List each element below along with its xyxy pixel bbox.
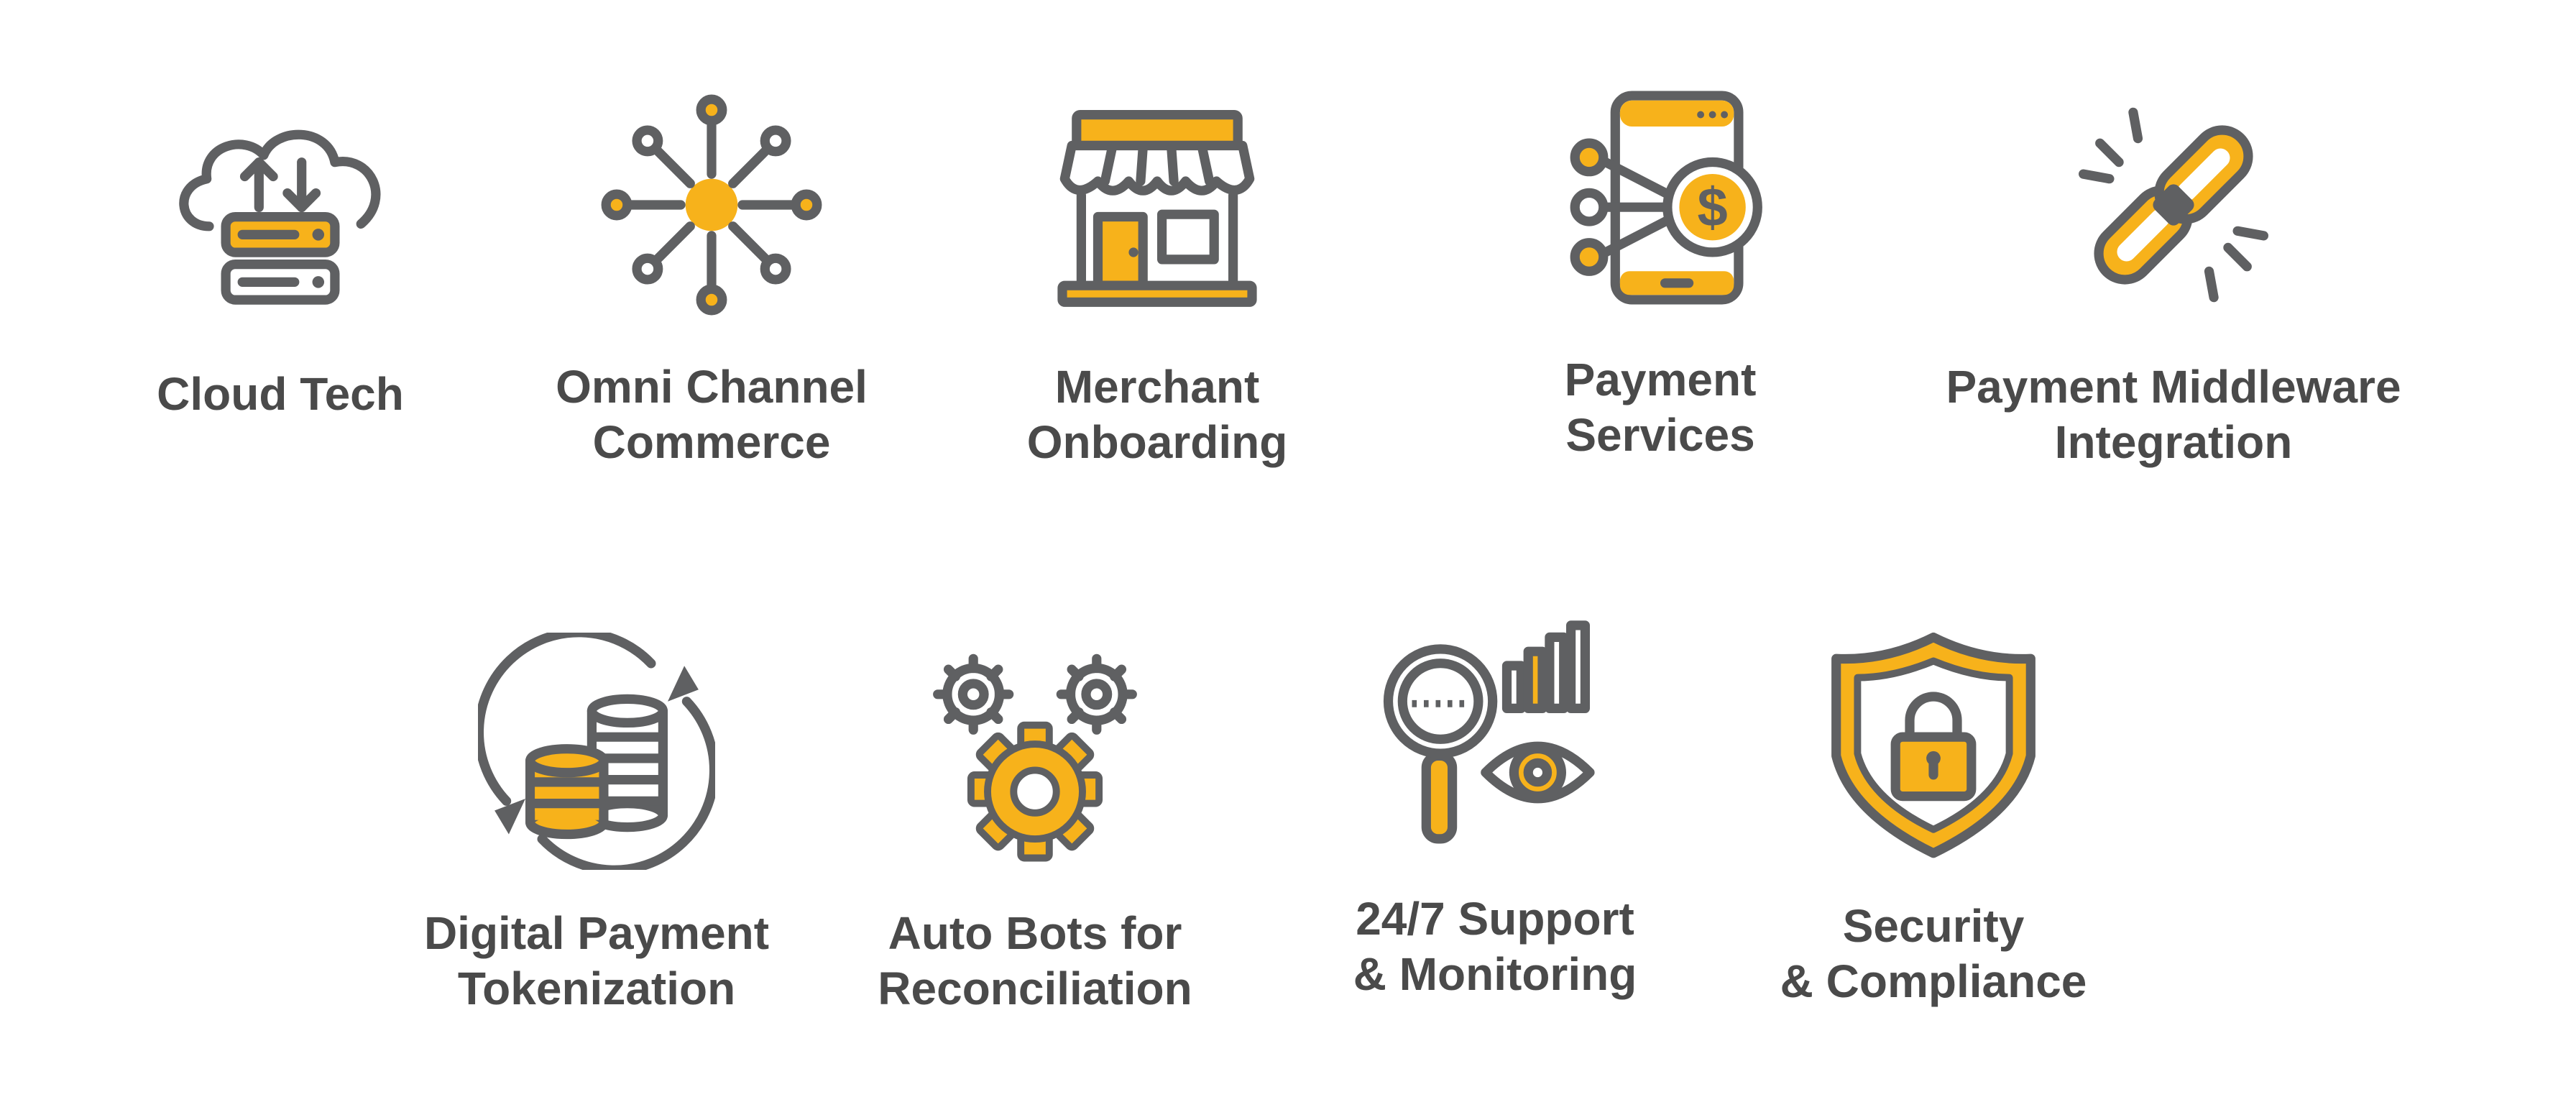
feature-cloud-tech: Cloud Tech [29, 93, 532, 539]
feature-label: Security & Compliance [1780, 900, 2087, 1007]
feature-auto-bots-reconciliation: Auto Bots for Reconciliation [783, 633, 1287, 1078]
network-hub-icon [601, 94, 822, 316]
feature-payment-middleware-integration: Payment Middleware Integration [1922, 86, 2425, 532]
feature-label: Digital Payment Tokenization [423, 907, 770, 1014]
gears-icon [933, 653, 1137, 862]
feature-support-monitoring: 24/7 Support & Monitoring [1243, 618, 1747, 1064]
feature-merchant-onboarding: Merchant Onboarding [906, 86, 1409, 532]
feature-digital-payment-tokenization: Digital Payment Tokenization [345, 633, 848, 1078]
feature-label: 24/7 Support & Monitoring [1353, 893, 1637, 1000]
feature-label: Merchant Onboarding [1026, 361, 1288, 468]
feature-security-compliance: Security & Compliance [1682, 625, 2185, 1071]
feature-label: Payment Services [1564, 354, 1757, 461]
mobile-dollar-icon: $ [1570, 91, 1762, 305]
storefront-icon [1057, 110, 1257, 307]
feature-label: Payment Middleware Integration [1946, 361, 2401, 468]
svg-text:$: $ [1697, 178, 1727, 239]
chain-link-icon [2079, 107, 2268, 303]
feature-label: Omni Channel Commerce [556, 361, 868, 468]
magnifier-eye-chart-icon [1383, 620, 1595, 844]
feature-label: Cloud Tech [157, 368, 404, 420]
feature-label: Auto Bots for Reconciliation [878, 907, 1192, 1014]
feature-payment-services: $ Payment Services [1409, 79, 1912, 525]
shield-lock-icon [1831, 632, 2036, 858]
feature-omni-channel-commerce: Omni Channel Commerce [460, 86, 963, 532]
coin-stack-cycle-icon [478, 633, 715, 870]
cloud-server-icon [179, 129, 381, 305]
